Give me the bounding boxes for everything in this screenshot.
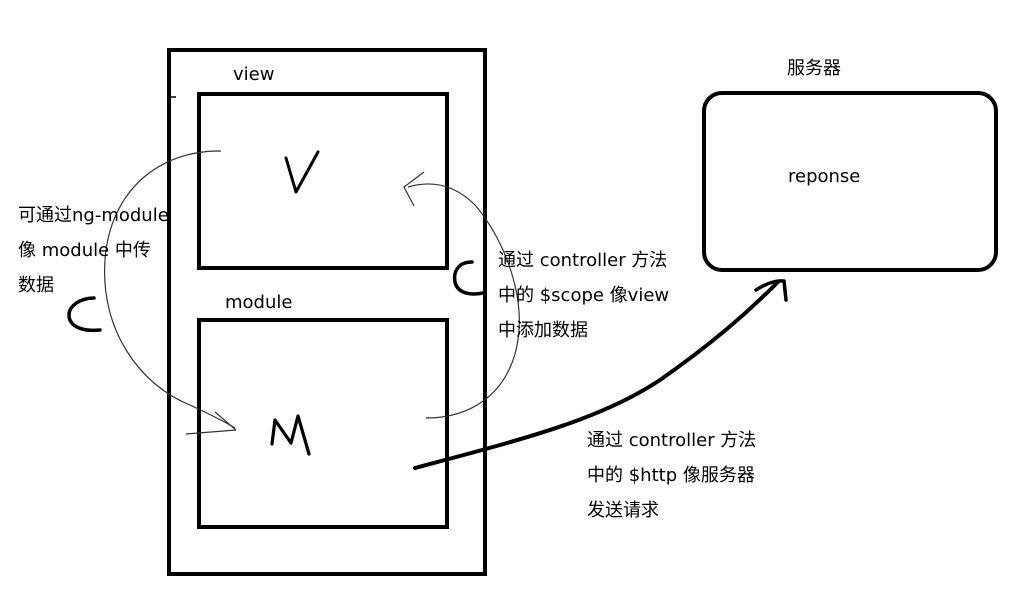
module-box [197, 318, 449, 529]
handwritten-m [270, 414, 311, 456]
http-request-arc [413, 280, 780, 470]
bottom-note-line-3: 发送请求 [587, 500, 659, 521]
outer-container-box [167, 48, 487, 576]
handwritten-c-left [67, 296, 102, 333]
left-flow-arc [104, 150, 236, 429]
server-label: 服务器 [787, 58, 841, 79]
left-note: 可通过ng-module 像 module 中传 数据 [18, 198, 169, 303]
bottom-note-line-2: 中的 $http 像服务器 [587, 465, 755, 486]
middle-note-line-1: 通过 controller 方法 [498, 250, 668, 271]
handwritten-v [284, 150, 320, 194]
bottom-note: 通过 controller 方法 中的 $http 像服务器 发送请求 [587, 423, 756, 528]
bottom-note-line-1: 通过 controller 方法 [587, 430, 757, 451]
handwritten-c-right [452, 260, 485, 296]
left-flow-arrowhead [185, 411, 237, 435]
left-note-line-2: 像 module 中传 [18, 240, 151, 261]
module-label: module [225, 292, 293, 313]
view-box [197, 92, 449, 270]
middle-note: 通过 controller 方法 中的 $scope 像view 中添加数据 [498, 243, 669, 348]
handwritten-m-arrowhead [754, 279, 788, 302]
server-box [702, 91, 998, 272]
middle-note-line-2: 中的 $scope 像view [498, 285, 670, 306]
right-flow-arc [407, 183, 520, 419]
response-label: reponse [788, 166, 861, 187]
left-note-line-1: 可通过ng-module [18, 205, 169, 226]
middle-note-line-3: 中添加数据 [498, 320, 588, 341]
right-flow-arrowhead [403, 171, 425, 207]
view-label: view [233, 64, 275, 85]
left-note-line-3: 数据 [18, 275, 54, 296]
